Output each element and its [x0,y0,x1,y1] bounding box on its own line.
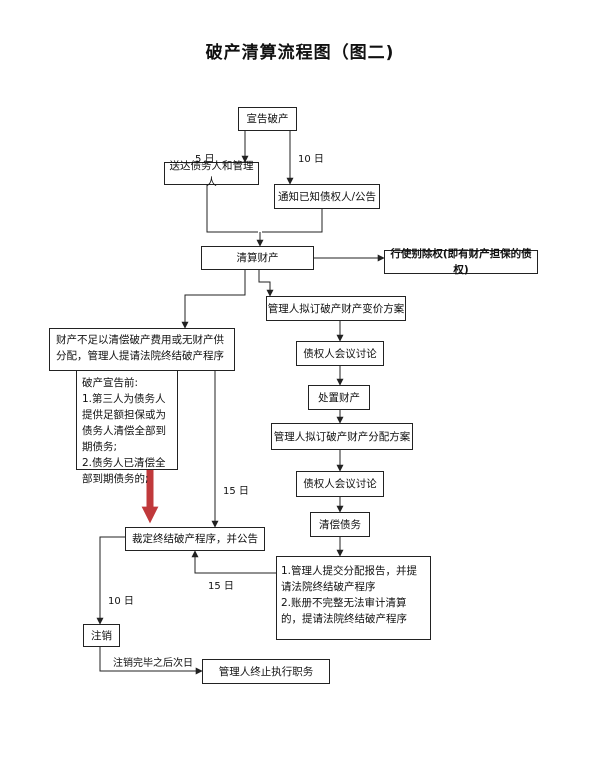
report-item-2: 2.账册不完整无法审计清算的，提请法院终结破产程序 [281,597,407,625]
cancel-days-label: 10 日 [108,596,134,607]
before-note-box: 破产宣告前: 1.第三人为债务人提供足额担保或为债务人清偿全部到期债务; 2.债… [76,370,178,485]
stop-box: 管理人终止执行职务 [202,659,330,684]
notify-merge-line [262,209,323,233]
page-title: 破产清算流程图（图二) [205,43,395,63]
before-note-item-2: 2.债务人已清偿全部到期债务的; [82,457,166,485]
report-box: 1.管理人提交分配报告，并提请法院终结破产程序 2.账册不完整无法审计清算的，提… [276,556,431,640]
insufficient-box: 财产不足以清偿破产费用或无财产供分配，管理人提请法院终结破产程序 [49,328,235,371]
deliver-merge-line [206,185,258,233]
report-item-1: 1.管理人提交分配报告，并提请法院终结破产程序 [281,565,418,593]
notify-days-label: 10 日 [298,154,324,165]
plan-sale-box: 管理人拟订破产财产变价方案 [266,296,406,321]
repay-box: 清偿债务 [310,512,370,537]
plan-distribute-box: 管理人拟订破产财产分配方案 [271,423,413,450]
before-note-item-1: 1.第三人为债务人提供足额担保或为债务人清偿全部到期债务; [82,393,166,453]
declare-box: 宣告破产 [238,107,297,131]
ruling-to-cancel-arrow [96,536,125,625]
before-note-title: 破产宣告前: [82,377,139,389]
liquidate-box: 清算财产 [201,246,314,270]
deliver-box: 送达债务人和管理人 [164,160,259,188]
exclude-box: 行使别除权(即有财产担保的债权) [384,248,538,276]
cancel-box: 注销 [83,624,120,647]
insufficient-days-label: 15 日 [223,486,249,497]
liquidate-to-insufficient-arrow [181,270,246,329]
meeting2-box: 债权人会议讨论 [296,471,384,497]
report-days-label: 15 日 [208,581,234,592]
after-cancel-label: 注销完毕之后次日 [113,658,193,669]
deliver-days-label: 5 日 [195,154,215,165]
report-to-ruling-arrow [191,550,276,574]
ruling-box: 裁定终结破产程序，并公告 [125,527,265,551]
meeting1-box: 债权人会议讨论 [296,341,384,366]
notify-box: 通知已知债权人/公告 [274,184,380,209]
cancel-to-stop-arrow [99,647,203,675]
dispose-box: 处置财产 [308,385,370,410]
liquidate-to-plan-sale-arrow [258,270,274,297]
